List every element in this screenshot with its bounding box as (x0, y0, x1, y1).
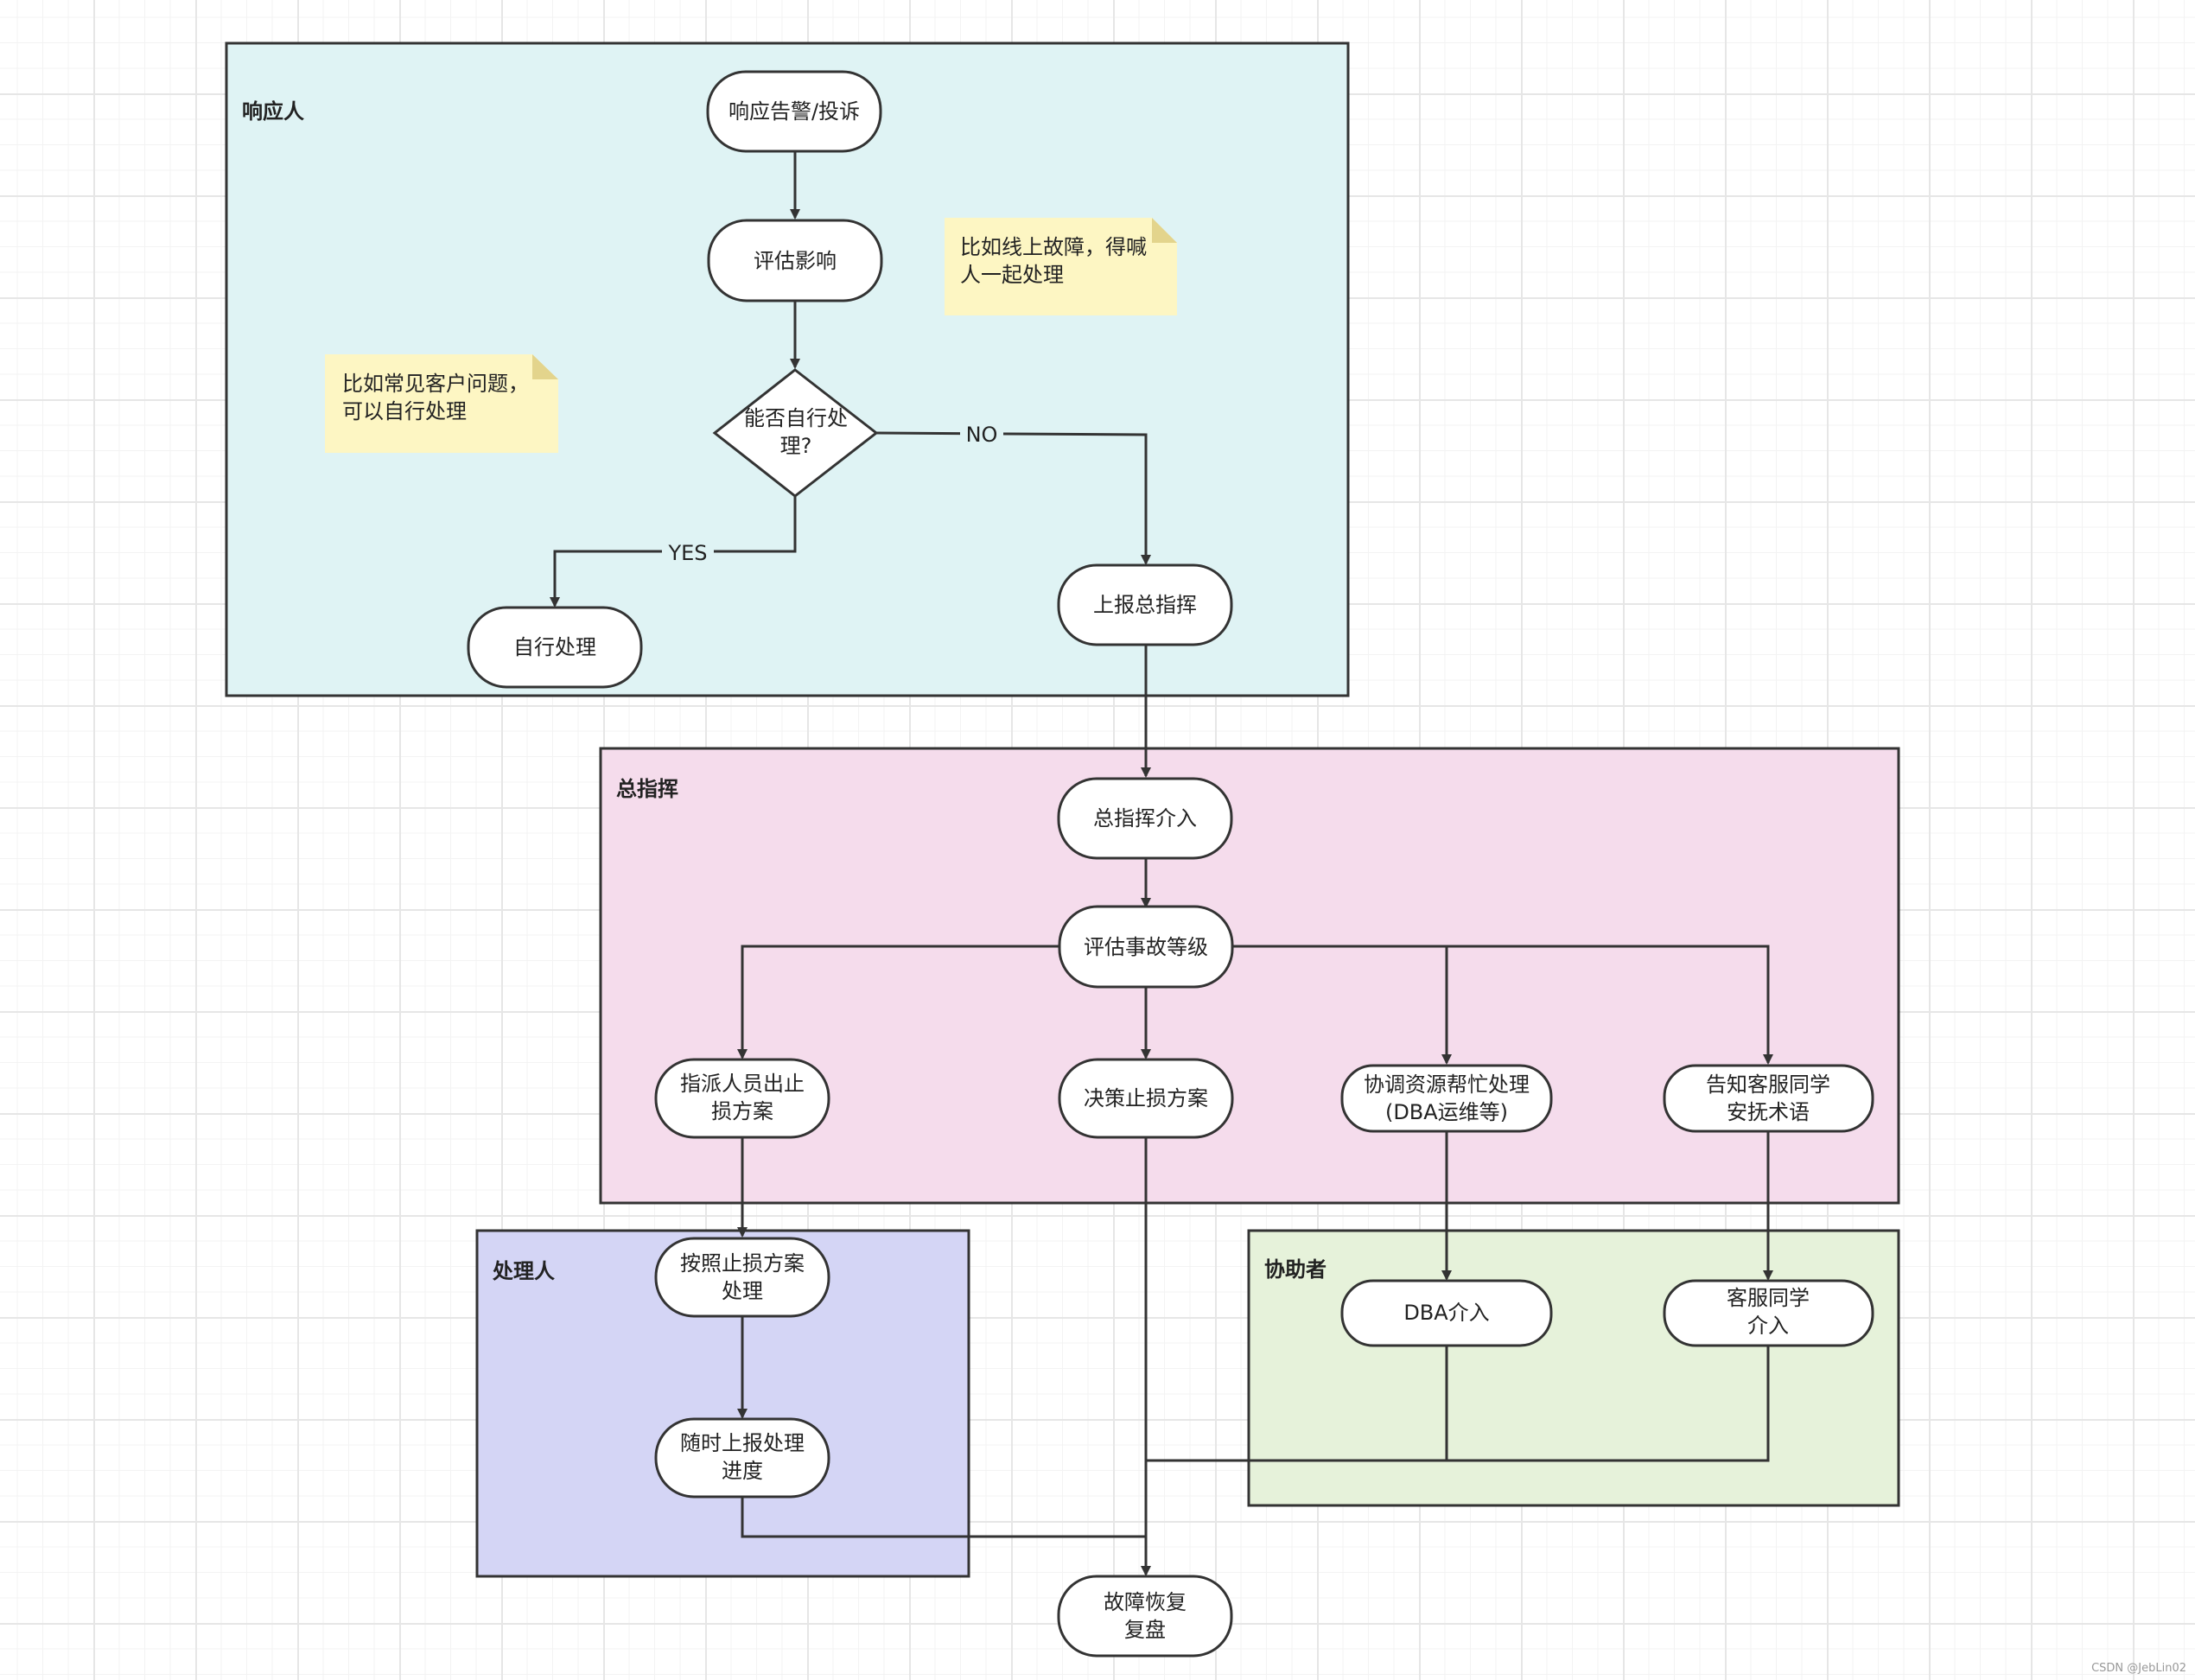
node-report-commander[interactable]: 上报总指挥 (1057, 563, 1233, 646)
lane-assistant: 协助者 (1247, 1229, 1900, 1507)
node-cs-intervene-line2: 介入 (1747, 1314, 1789, 1338)
node-assess-level[interactable]: 评估事故等级 (1058, 905, 1234, 989)
edges (550, 151, 1773, 1576)
edge-level-to-notify (1447, 945, 1773, 1065)
node-dba-intervene-label: DBA介入 (1403, 1301, 1489, 1325)
label-yes: YES (662, 539, 714, 565)
note-online-fault: 比如线上故障，得喊 人一起处理 (945, 218, 1177, 315)
edge-report-progress-to-recover (741, 1497, 1146, 1538)
node-assign-plan-line1: 指派人员出止 (680, 1072, 805, 1096)
node-can-self-handle-line1: 能否自行处 (744, 406, 848, 430)
node-assign-plan-line2: 损方案 (711, 1099, 773, 1123)
node-handle-by-plan-line2: 处理 (722, 1279, 763, 1303)
node-coordinate-line1: 协调资源帮忙处理 (1364, 1072, 1530, 1097)
node-can-self-handle-line2: 理? (780, 434, 812, 458)
label-yes-text: YES (667, 541, 707, 565)
node-can-self-handle[interactable]: 能否自行处 理? (712, 368, 879, 498)
node-dba-intervene[interactable]: DBA介入 (1340, 1279, 1553, 1347)
node-coordinate[interactable]: 协调资源帮忙处理 (DBA运维等) (1340, 1064, 1553, 1133)
lane-assistant-box (1247, 1229, 1900, 1507)
node-notify-cs-line2: 安抚术语 (1727, 1100, 1810, 1124)
node-cs-intervene-line1: 客服同学 (1727, 1286, 1810, 1310)
label-no: NO (960, 421, 1003, 447)
node-assess-impact-label: 评估影响 (754, 249, 837, 273)
node-decide-plan[interactable]: 决策止损方案 (1058, 1058, 1234, 1139)
node-self-handle[interactable]: 自行处理 (467, 606, 643, 689)
node-assess-level-label: 评估事故等级 (1084, 935, 1208, 959)
note-common-issue-line1: 比如常见客户问题， (342, 372, 529, 396)
node-coordinate-line2: (DBA运维等) (1385, 1100, 1508, 1124)
node-assign-plan[interactable]: 指派人员出止 损方案 (654, 1058, 830, 1139)
note-online-fault-line2: 人一起处理 (960, 263, 1064, 287)
node-recover-review-line1: 故障恢复 (1104, 1590, 1187, 1614)
node-assess-impact[interactable]: 评估影响 (707, 219, 883, 302)
edge-cs-to-recover (1447, 1346, 1770, 1462)
node-report-progress-line1: 随时上报处理 (680, 1431, 805, 1455)
lane-assistant-title: 协助者 (1264, 1257, 1327, 1282)
watermark: CSDN @JebLin02 (2091, 1662, 2186, 1675)
node-report-commander-label: 上报总指挥 (1093, 593, 1197, 617)
node-commander-intervene-label: 总指挥介入 (1093, 806, 1197, 830)
node-commander-intervene[interactable]: 总指挥介入 (1057, 777, 1233, 860)
node-notify-cs-line1: 告知客服同学 (1706, 1072, 1830, 1097)
node-self-handle-label: 自行处理 (513, 635, 596, 659)
note-online-fault-line1: 比如线上故障，得喊 (960, 235, 1147, 259)
lane-handler-title: 处理人 (492, 1259, 555, 1283)
node-respond-alert-label: 响应告警/投诉 (728, 99, 860, 124)
node-notify-cs[interactable]: 告知客服同学 安抚术语 (1663, 1064, 1874, 1133)
node-recover-review[interactable]: 故障恢复 复盘 (1057, 1575, 1233, 1658)
note-common-issue-line2: 可以自行处理 (342, 399, 467, 423)
node-report-progress-line2: 进度 (722, 1459, 763, 1483)
node-respond-alert[interactable]: 响应告警/投诉 (706, 70, 882, 153)
lane-responder-title: 响应人 (242, 99, 304, 124)
node-cs-intervene[interactable]: 客服同学 介入 (1663, 1279, 1874, 1347)
node-handle-by-plan-line1: 按照止损方案 (680, 1251, 805, 1276)
node-handle-by-plan[interactable]: 按照止损方案 处理 (654, 1237, 830, 1318)
note-common-issue: 比如常见客户问题， 可以自行处理 (325, 354, 558, 453)
node-recover-review-line2: 复盘 (1124, 1618, 1166, 1642)
node-report-progress[interactable]: 随时上报处理 进度 (654, 1417, 830, 1499)
node-decide-plan-label: 决策止损方案 (1084, 1086, 1208, 1110)
label-no-text: NO (966, 423, 998, 447)
lane-commander-title: 总指挥 (616, 777, 678, 801)
edge-level-to-assign (737, 945, 1059, 1060)
